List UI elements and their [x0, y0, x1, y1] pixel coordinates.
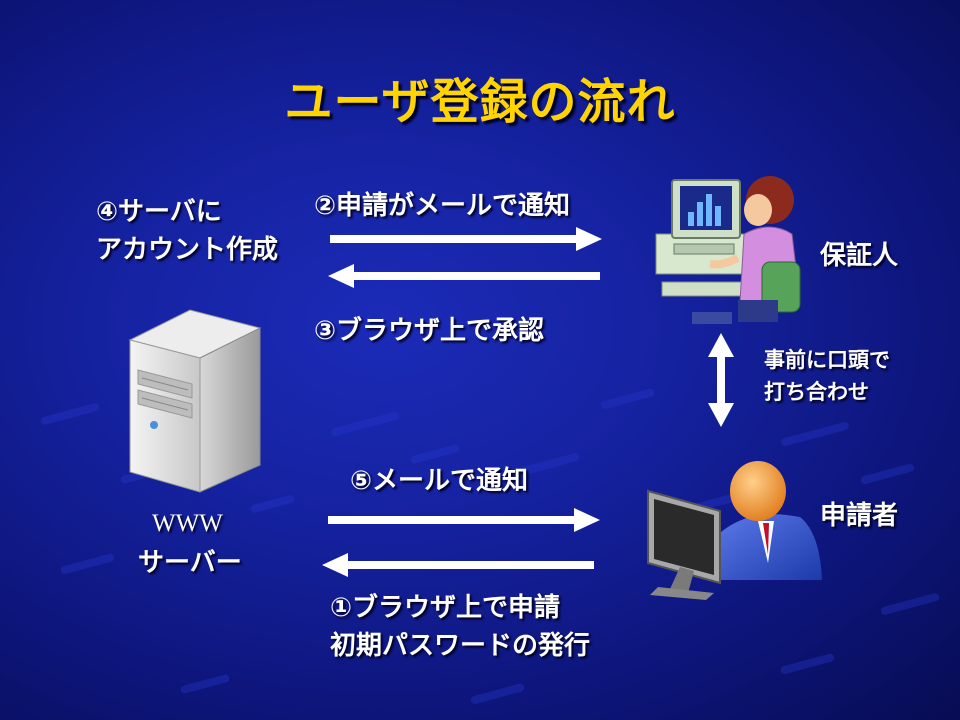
- arrow-step5: [328, 508, 600, 532]
- step2-label: ②申請がメールで通知: [314, 191, 571, 221]
- page-title: ユーザ登録の流れ: [284, 74, 676, 130]
- arrow-step1: [322, 553, 594, 577]
- arrow-step2: [330, 227, 602, 251]
- server-label: サーバー: [138, 548, 242, 578]
- arrow-bidirectional: [708, 333, 734, 427]
- server-label-www: WWW: [152, 510, 223, 537]
- step3-label: ③ブラウザ上で承認: [314, 316, 545, 346]
- applicant-icon: [647, 461, 822, 600]
- step1-label-line2: 初期パスワードの発行: [330, 631, 591, 661]
- step4-label-line1: ④サーバに: [96, 197, 222, 227]
- step4-label-line2: アカウント作成: [96, 235, 279, 265]
- applicant-label: 申請者: [820, 501, 899, 531]
- guarantor-icon: [655, 176, 801, 324]
- server-icon: [128, 309, 262, 493]
- note-line1: 事前に口頭で: [764, 348, 890, 372]
- arrow-step3: [328, 264, 600, 288]
- step1-label-line1: ①ブラウザ上で申請: [330, 593, 561, 623]
- guarantor-label: 保証人: [820, 241, 899, 271]
- step5-label: ⑤メールで通知: [350, 466, 529, 496]
- note-line2: 打ち合わせ: [764, 380, 869, 404]
